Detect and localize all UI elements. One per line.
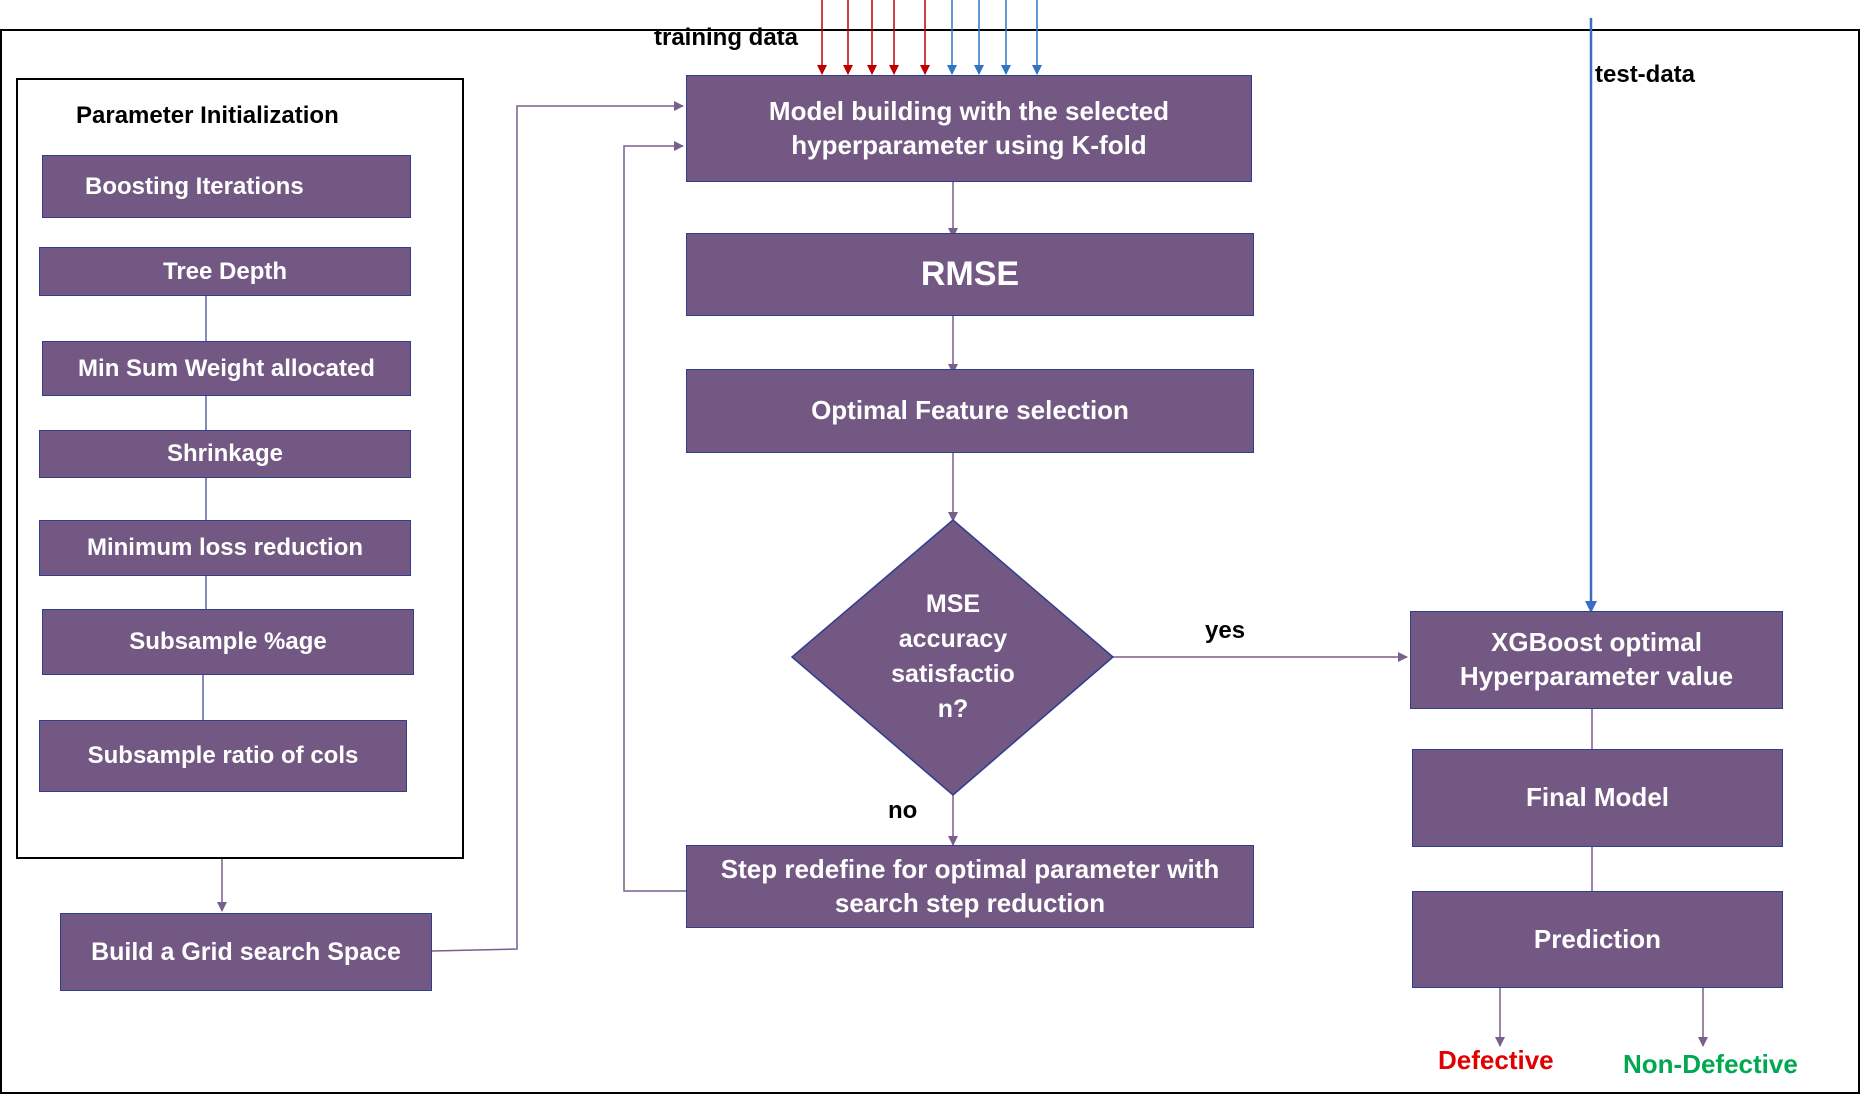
param-item-label: Boosting Iterations bbox=[85, 172, 304, 200]
xgb-optimal-label: XGBoost optimal Hyperparameter value bbox=[1459, 627, 1734, 691]
xgb-optimal-box: XGBoost optimal Hyperparameter value bbox=[1410, 611, 1783, 709]
param-item-subsample-cols: Subsample ratio of cols bbox=[39, 720, 407, 792]
param-item-label: Minimum loss reduction bbox=[86, 534, 364, 562]
grid-search-label: Build a Grid search Space bbox=[91, 937, 401, 966]
decision-line: n? bbox=[937, 695, 969, 723]
feature-selection-label: Optimal Feature selection bbox=[811, 395, 1129, 426]
step-redefine-label: Step redefine for optimal parameter with… bbox=[720, 853, 1220, 918]
param-item-label: Tree Depth bbox=[162, 257, 288, 285]
test-data-label: test-data bbox=[1595, 61, 1696, 88]
param-item-shrinkage: Shrinkage bbox=[39, 430, 411, 478]
outer-frame bbox=[0, 29, 1860, 1094]
model-building-box: Model building with the selected hyperpa… bbox=[686, 75, 1252, 182]
decision-line: MSE bbox=[925, 590, 981, 618]
rmse-label: RMSE bbox=[920, 255, 1020, 294]
param-item-label: Subsample ratio of cols bbox=[87, 742, 359, 770]
prediction-label: Prediction bbox=[1533, 923, 1662, 954]
decision-diamond bbox=[790, 519, 1115, 796]
final-model-label: Final Model bbox=[1526, 782, 1669, 813]
param-item-min-sum-weight: Min Sum Weight allocated bbox=[42, 341, 411, 396]
decision-text: MSE accuracy satisfactio n? bbox=[853, 587, 1053, 727]
param-item-tree-depth: Tree Depth bbox=[39, 247, 411, 296]
prediction-box: Prediction bbox=[1412, 891, 1783, 988]
training-data-label: training data bbox=[654, 24, 799, 51]
step-redefine-box: Step redefine for optimal parameter with… bbox=[686, 845, 1254, 928]
param-item-label: Min Sum Weight allocated bbox=[78, 354, 375, 382]
non-defective-label: Non-Defective bbox=[1623, 1049, 1798, 1079]
feature-selection-box: Optimal Feature selection bbox=[686, 369, 1254, 453]
arrow-grid-to-model bbox=[431, 101, 684, 952]
decision-line: satisfactio bbox=[891, 660, 1015, 688]
model-building-label: Model building with the selected hyperpa… bbox=[768, 95, 1170, 160]
yes-label: yes bbox=[1205, 617, 1246, 644]
no-label: no bbox=[888, 797, 918, 824]
rmse-box: RMSE bbox=[686, 233, 1254, 316]
decision-line: accuracy bbox=[898, 625, 1008, 653]
arrow-step-loop bbox=[623, 141, 686, 892]
param-item-label: Subsample %age bbox=[129, 628, 327, 656]
param-item-subsample-age: Subsample %age bbox=[42, 609, 414, 675]
defective-label: Defective bbox=[1438, 1045, 1554, 1075]
grid-search-box: Build a Grid search Space bbox=[60, 913, 432, 991]
param-item-min-loss-reduction: Minimum loss reduction bbox=[39, 520, 411, 576]
training-data-arrows bbox=[817, 0, 1042, 75]
param-item-boosting-iterations: Boosting Iterations bbox=[42, 155, 411, 218]
param-panel-title: Parameter Initialization bbox=[76, 102, 339, 129]
final-model-box: Final Model bbox=[1412, 749, 1783, 847]
param-item-label: Shrinkage bbox=[166, 440, 284, 468]
param-item-connectors bbox=[202, 296, 207, 720]
param-panel bbox=[16, 78, 464, 859]
